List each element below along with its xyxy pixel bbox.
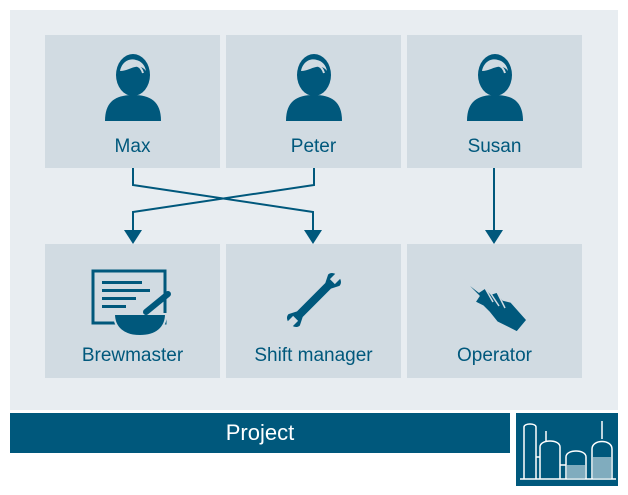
recipe-icon [91, 269, 171, 338]
user-icon [105, 54, 161, 121]
arrow-max-to-shift-manager [132, 168, 314, 232]
user-name: Max [114, 136, 151, 157]
user-icon [467, 54, 523, 121]
project-bar: Project [10, 413, 510, 453]
user-icon [286, 54, 342, 121]
arrow-peter-to-brewmaster [132, 168, 315, 232]
role-card-brewmaster: Brewmaster [45, 244, 220, 378]
role-name: Operator [457, 345, 532, 366]
arrowhead [304, 230, 322, 244]
role-name: Brewmaster [81, 345, 184, 366]
arrowhead [485, 230, 503, 244]
project-label: Project [225, 420, 295, 445]
user-card-susan: Susan [407, 35, 582, 168]
brewery-plant-tile [516, 413, 618, 486]
role-name: Shift manager [254, 345, 373, 366]
role-card-operator: Operator [407, 244, 582, 378]
pointer-hand-icon [460, 277, 528, 333]
user-name: Susan [467, 136, 522, 157]
user-card-peter: Peter [226, 35, 401, 168]
role-card-shift-manager: Shift manager [226, 244, 401, 378]
wrench-icon [284, 270, 344, 330]
user-name: Peter [290, 136, 337, 157]
arrowhead [124, 230, 142, 244]
user-card-max: Max [45, 35, 220, 168]
brewery-plant-icon [520, 421, 616, 480]
